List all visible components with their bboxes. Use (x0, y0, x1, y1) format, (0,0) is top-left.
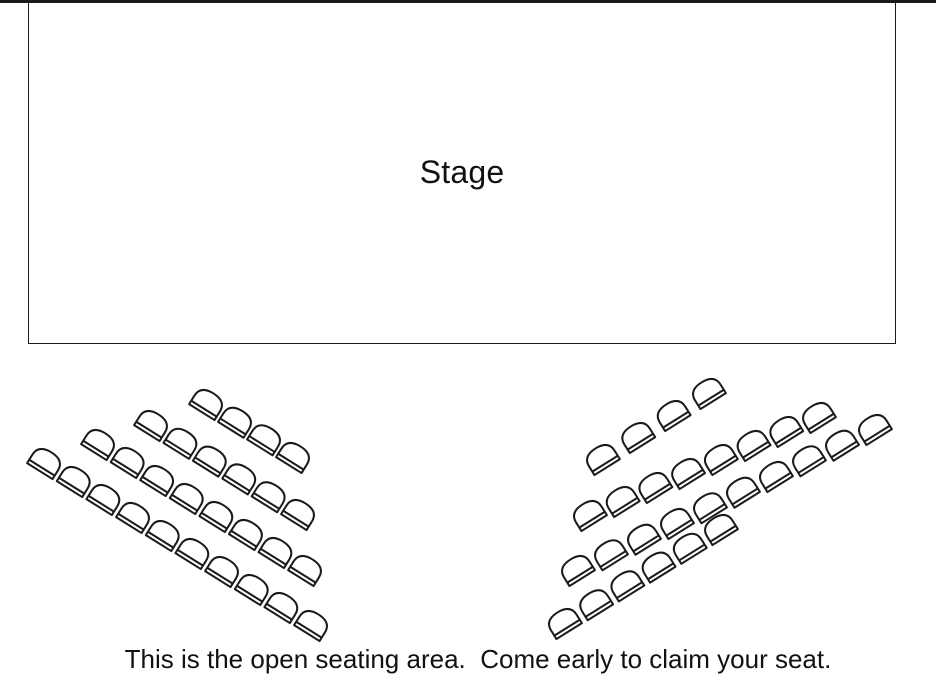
chair-icon (617, 417, 657, 455)
stage-label: Stage (419, 154, 505, 190)
chair-icon (687, 373, 727, 411)
chair-icon (601, 481, 641, 519)
chair-icon (637, 547, 677, 584)
chair-icon (787, 440, 827, 478)
chair-icon (699, 439, 739, 477)
chair-icon (543, 603, 583, 641)
chair-icon (198, 496, 238, 534)
chair-icon (765, 411, 805, 449)
chair-icon (575, 584, 615, 622)
chair-icon (139, 460, 179, 498)
stage-area: Stage (28, 2, 896, 344)
chair-icon (820, 425, 860, 462)
chair-icon (55, 461, 95, 499)
chair-icon (293, 605, 333, 643)
chair-icon (634, 467, 674, 505)
chair-icon (191, 441, 231, 478)
chair-icon (162, 423, 202, 460)
chair-icon (732, 425, 772, 463)
chair-icon (233, 569, 273, 607)
chair-icon (568, 495, 608, 533)
seating-caption: This is the open seating area. Come earl… (124, 644, 832, 674)
left-seating-section (26, 384, 333, 643)
chair-icon (754, 456, 794, 494)
chair-icon (606, 565, 646, 603)
chair-icon (168, 478, 208, 516)
chair-icon (250, 476, 290, 514)
chair-icon (797, 397, 837, 435)
chair-icon (133, 405, 173, 443)
chair-icon (589, 534, 629, 572)
chair-icon (666, 453, 707, 491)
chair-icon (204, 551, 244, 589)
chair-icon (275, 437, 315, 475)
chair-icon (174, 533, 214, 571)
chair-icon (556, 550, 596, 588)
chair-icon (188, 384, 228, 422)
chair-icon (26, 443, 66, 481)
chair-icon (115, 497, 155, 535)
top-border-line (0, 0, 936, 3)
chair-icon (227, 514, 268, 552)
chair-icon (221, 458, 261, 496)
chair-icon (246, 419, 286, 457)
chair-icon (287, 550, 327, 588)
chair-icon (581, 439, 621, 477)
chair-icon (652, 395, 692, 433)
chair-icon (622, 519, 662, 556)
chair-icon (853, 409, 893, 447)
chair-icon (109, 442, 149, 480)
chair-icon (263, 587, 303, 625)
chair-icon (721, 472, 761, 509)
chair-icon (280, 494, 320, 532)
right-seating-section (543, 373, 893, 641)
chair-icon (80, 424, 120, 462)
chair-icon (257, 532, 297, 570)
chair-icon (85, 479, 125, 517)
chair-icon (217, 402, 257, 439)
chair-icon (144, 515, 184, 553)
